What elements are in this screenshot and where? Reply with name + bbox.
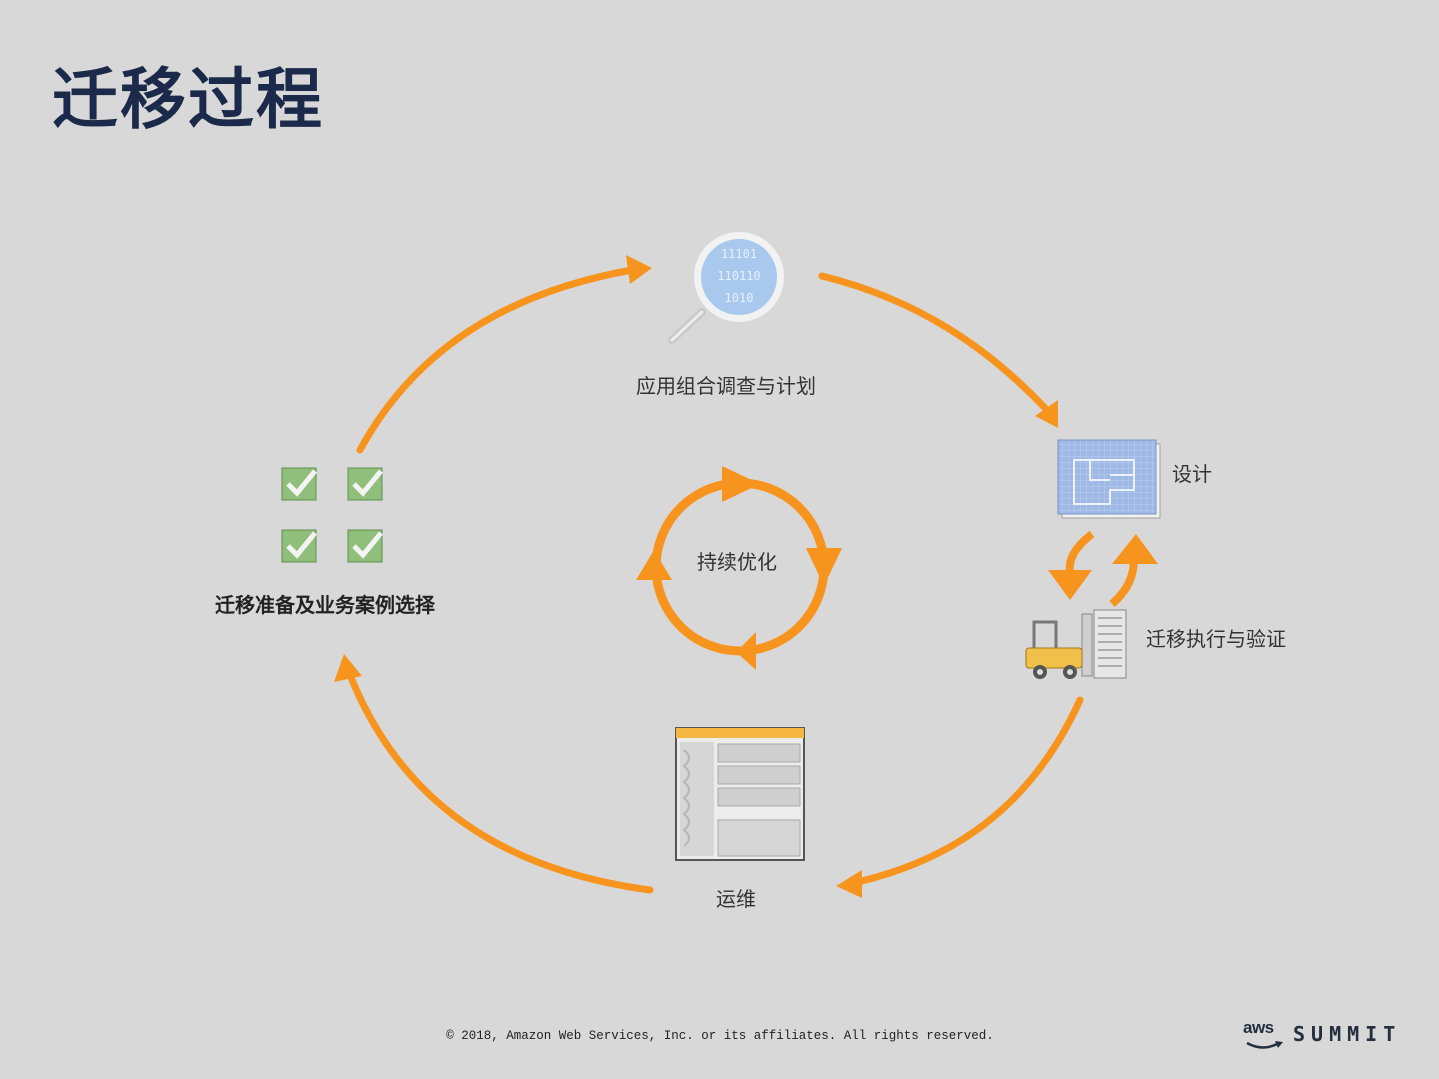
operations-console-icon [675,727,805,861]
checklist-icon [281,467,383,563]
blueprint-icon [1057,439,1161,519]
arrow-prepare-to-survey [356,266,636,454]
optimize-arrowhead-left [636,550,672,580]
magnifier-icon: 11101 110110 1010 [668,232,784,344]
svg-text:1010: 1010 [725,291,754,305]
aws-summit-logo: aws SUMMIT [1243,1018,1395,1058]
arrowhead-operate-to-prepare [334,654,362,682]
arrow-migrate-to-operate [854,696,1084,886]
aws-logo-text: aws [1243,1018,1274,1037]
summit-logo-text: SUMMIT [1293,1022,1402,1046]
svg-text:11101: 11101 [721,247,757,261]
forklift-server-icon [1025,609,1127,679]
node-label-prepare: 迁移准备及业务案例选择 [215,593,435,617]
arrowhead-survey-to-design [1035,400,1058,428]
node-label-optimize: 持续优化 [697,550,777,574]
svg-text:110110: 110110 [717,269,760,283]
aws-smile-icon [1246,1041,1283,1049]
copyright-notice: © 2018, Amazon Web Services, Inc. or its… [446,1029,994,1043]
slide-title: 迁移过程 [52,60,324,138]
arrow-survey-to-design [818,272,1049,412]
arrowhead-prepare-to-survey [626,255,652,284]
optimize-arrowhead-right [806,548,842,586]
node-label-design: 设计 [1172,462,1212,486]
arrow-operate-to-prepare [346,671,654,894]
arrowhead-migrate-to-operate [836,870,862,898]
node-label-survey: 应用组合调查与计划 [636,374,816,398]
optimize-arrowhead-top [722,466,760,502]
node-label-operate: 运维 [716,887,756,911]
optimize-arrowhead-bottom [736,632,756,670]
node-label-migrate: 迁移执行与验证 [1146,627,1286,651]
swap-arrows-icon [1048,530,1158,608]
